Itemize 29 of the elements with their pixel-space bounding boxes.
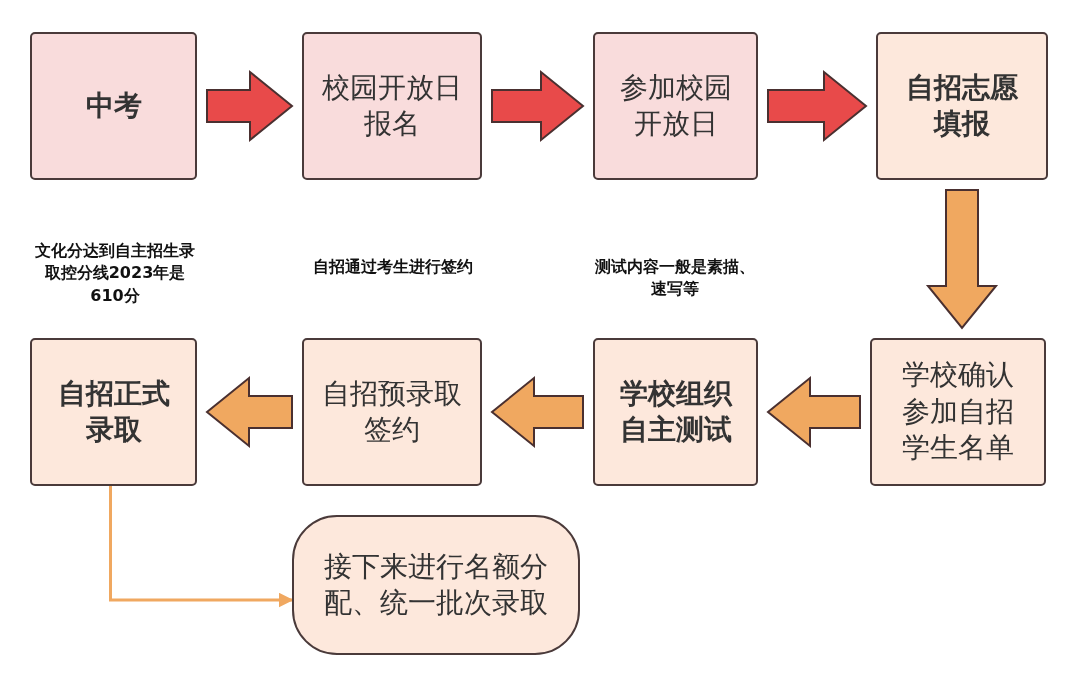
box-label: 学校组织自主测试 <box>618 375 734 448</box>
process-box <box>302 32 482 180</box>
box-label: 接下来进行名额分配、统一批次录取 <box>323 548 549 621</box>
note-text: 自招通过考生进行签约 <box>311 256 474 278</box>
block-arrow <box>206 69 294 143</box>
box-label: 参加校园开放日 <box>618 69 733 142</box>
process-box <box>302 338 482 486</box>
note-text: 测试内容一般是素描、速写等 <box>594 256 756 301</box>
process-box <box>30 32 197 180</box>
process-box <box>870 338 1046 486</box>
process-box <box>30 338 197 486</box>
process-box <box>593 338 758 486</box>
block-arrow <box>490 375 584 449</box>
block-arrow <box>925 189 999 330</box>
box-label: 中考 <box>85 87 142 124</box>
box-label: 学校确认参加自招学生名单 <box>901 357 1015 467</box>
box-label: 自招志愿填报 <box>905 69 1019 142</box>
process-box <box>593 32 758 180</box>
box-label: 自招预录取签约 <box>321 375 463 448</box>
block-arrow <box>767 69 868 143</box>
box-label: 自招正式录取 <box>56 375 171 448</box>
block-arrow <box>491 69 585 143</box>
block-arrow <box>766 375 861 449</box>
process-box <box>876 32 1048 180</box>
note-text: 文化分达到自主招生录取控分线2023年是610分 <box>34 240 196 307</box>
rounded-box <box>292 515 580 655</box>
block-arrow <box>205 375 293 449</box>
arrow <box>109 486 294 608</box>
box-label: 校园开放日报名 <box>321 69 463 142</box>
